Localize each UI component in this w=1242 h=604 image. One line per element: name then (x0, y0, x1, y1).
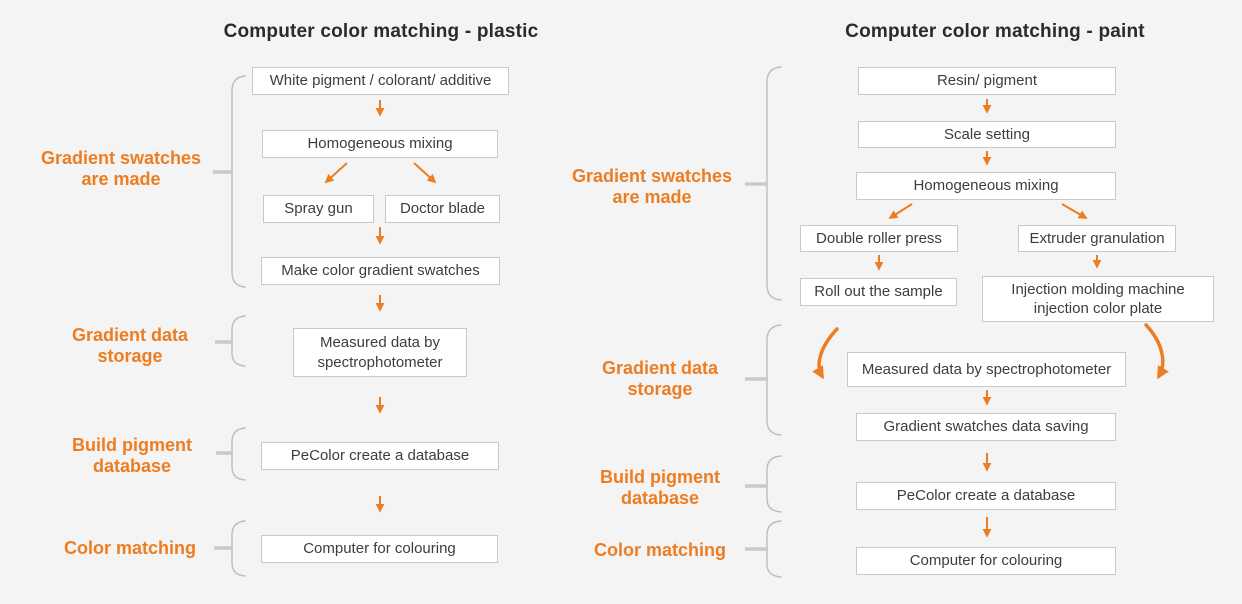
flow-node-measured-data: Measured data by spectrophotometer (847, 352, 1126, 387)
flow-arrow-diagonal (1061, 203, 1088, 219)
stage-bracket (231, 315, 246, 367)
flow-arrow-diagonal (324, 162, 348, 184)
flow-node-spray-gun: Spray gun (263, 195, 374, 223)
curved-arrow (1144, 323, 1169, 380)
flow-node-injection-molding: Injection molding machine injection colo… (982, 276, 1214, 322)
flow-node-measured-data: Measured data by spectrophotometer (293, 328, 467, 377)
flow-node-scale-setting: Scale setting (858, 121, 1116, 148)
stage-label-build-database: Build pigment database (600, 467, 720, 508)
stage-bracket (766, 455, 782, 513)
flow-node-data-saving: Gradient swatches data saving (856, 413, 1116, 441)
flow-node-pecolor-database: PeColor create a database (856, 482, 1116, 510)
stage-bracket (766, 324, 782, 436)
flow-node-double-roller-press: Double roller press (800, 225, 958, 252)
stage-label-build-database: Build pigment database (72, 435, 192, 476)
stage-bracket (231, 75, 246, 288)
stage-label-data-storage: Gradient data storage (601, 358, 719, 399)
flow-node-white-pigment: White pigment / colorant/ additive (252, 67, 509, 95)
flow-node-homogeneous-mixing: Homogeneous mixing (856, 172, 1116, 200)
stage-label-swatches-made: Gradient swatches are made (571, 166, 733, 207)
flow-node-make-swatches: Make color gradient swatches (261, 257, 500, 285)
flow-arrow-diagonal (888, 203, 913, 219)
flow-node-computer-colouring: Computer for colouring (856, 547, 1116, 575)
stage-label-data-storage: Gradient data storage (71, 325, 189, 366)
stage-bracket (766, 520, 782, 578)
stage-label-color-matching: Color matching (593, 540, 726, 560)
stage-label-color-matching: Color matching (63, 538, 196, 558)
diagram-title-plastic: Computer color matching - plastic (223, 21, 539, 42)
diagram-title-paint: Computer color matching - paint (845, 21, 1145, 42)
flow-node-extruder-granulation: Extruder granulation (1018, 225, 1176, 252)
stage-bracket (231, 427, 246, 481)
flow-node-resin-pigment: Resin/ pigment (858, 67, 1116, 95)
flow-node-computer-colouring: Computer for colouring (261, 535, 498, 563)
stage-bracket (766, 66, 782, 301)
flow-node-doctor-blade: Doctor blade (385, 195, 500, 223)
flow-node-homogeneous-mixing: Homogeneous mixing (262, 130, 498, 158)
flow-node-pecolor-database: PeColor create a database (261, 442, 499, 470)
stage-label-swatches-made: Gradient swatches are made (40, 148, 202, 189)
stage-bracket (231, 520, 246, 577)
curved-arrow (812, 327, 839, 380)
flow-arrow-diagonal (413, 162, 437, 184)
flow-node-roll-out-sample: Roll out the sample (800, 278, 957, 306)
